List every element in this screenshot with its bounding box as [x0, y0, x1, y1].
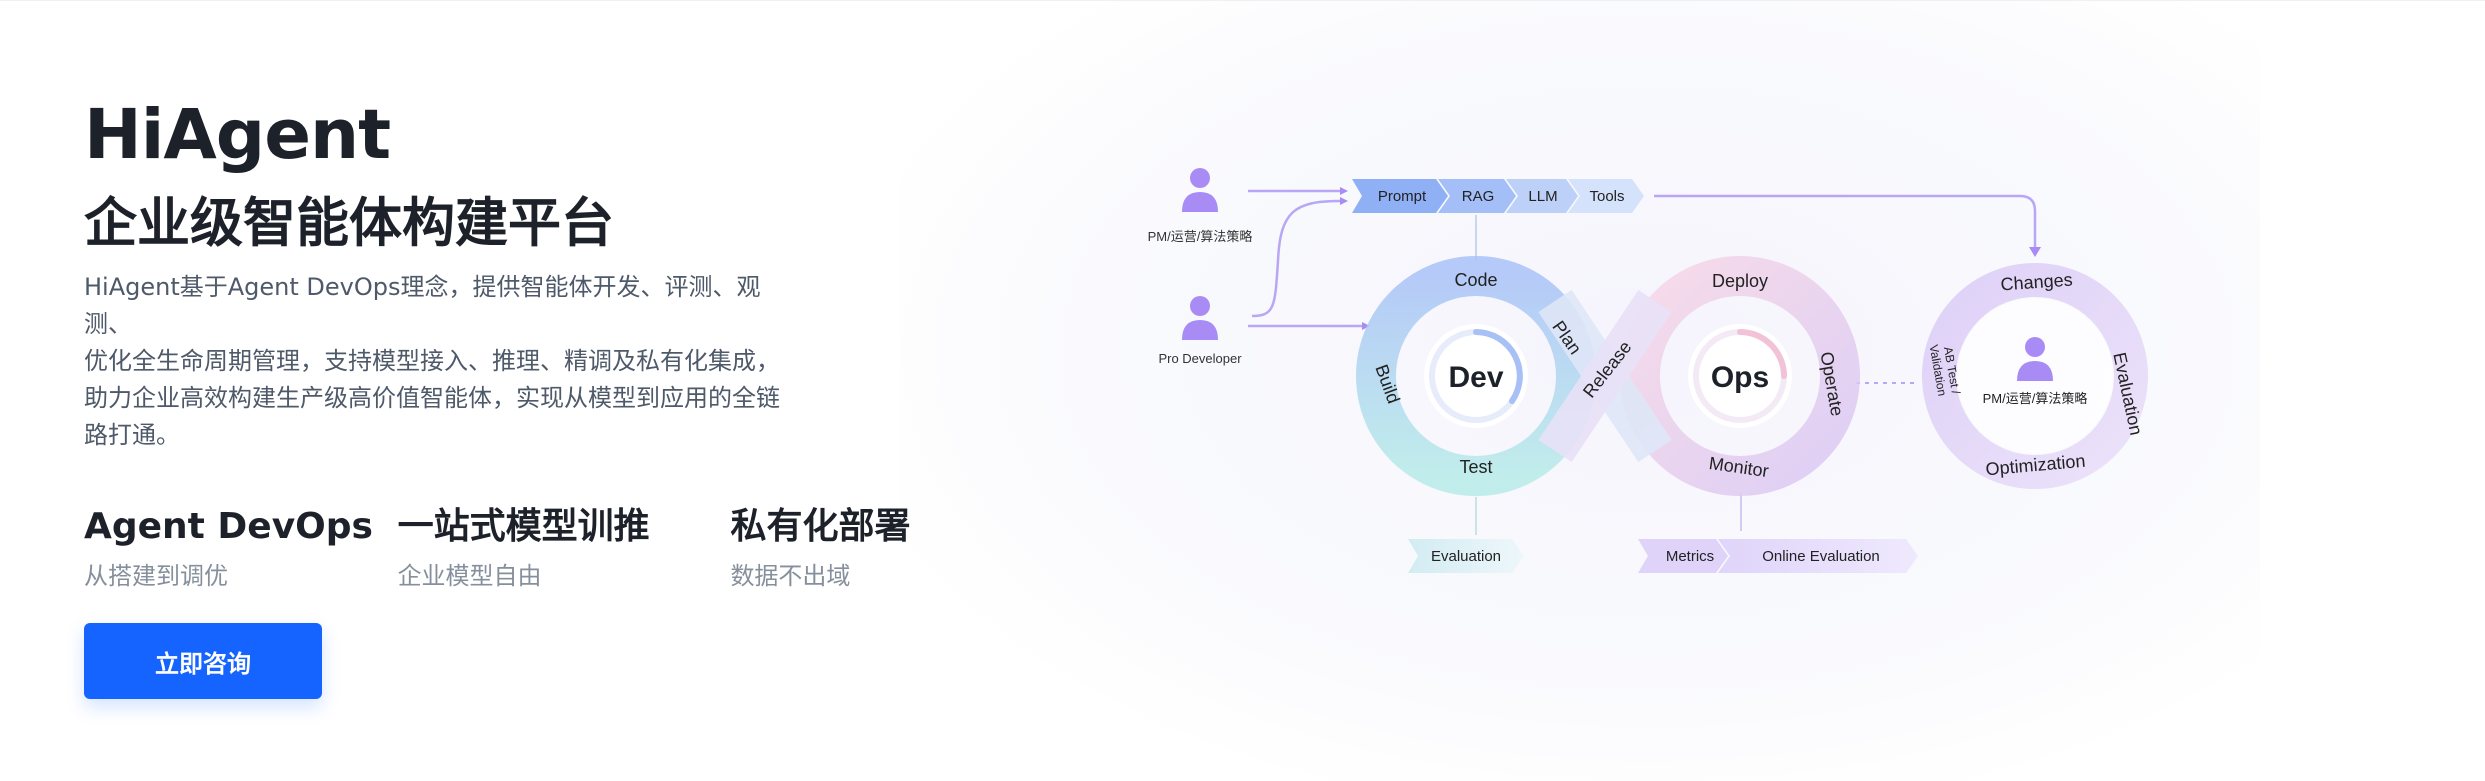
dev-label: Dev — [1448, 361, 1503, 394]
hero-description: HiAgent基于Agent DevOps理念，提供智能体开发、评测、观测、 优… — [84, 269, 804, 454]
consult-button[interactable]: 立即咨询 — [84, 623, 322, 699]
cross-band — [1538, 289, 1672, 463]
svg-text:Evaluation: Evaluation — [1431, 548, 1501, 565]
pipeline-label: Prompt — [1378, 188, 1427, 205]
feature-subtitle: 企业模型自由 — [397, 562, 542, 590]
svg-text:Metrics: Metrics — [1666, 548, 1714, 565]
deploy-label: Deploy — [1712, 271, 1768, 291]
cycle-person-icon — [2017, 337, 2053, 381]
pipeline-step — [1438, 179, 1516, 213]
desc-line: 优化全生命周期管理，支持模型接入、推理、精调及私有化集成， — [84, 347, 780, 375]
pipeline: Prompt RAG LLM Tools — [1352, 179, 1644, 213]
developer-person-icon — [1182, 296, 1218, 340]
hero-subtitle: 企业级智能体构建平台 — [84, 193, 614, 254]
feature-subtitle: 从搭建到调优 — [84, 562, 228, 590]
online-evaluation-tag: Online Evaluation — [1718, 539, 1918, 573]
feature-list: Agent DevOps 从搭建到调优 一站式模型训推 企业模型自由 私有化部署… — [84, 504, 1044, 596]
changes-arrow — [1654, 194, 2037, 249]
desc-line: 路打通。 — [84, 421, 180, 449]
feature-title: 一站式模型训推 — [397, 506, 650, 547]
changes-arrow-head — [2029, 247, 2041, 257]
feature-subtitle: 数据不出域 — [730, 562, 851, 590]
feature-title: 私有化部署 — [730, 506, 911, 547]
arrow-heads — [1340, 187, 1370, 330]
ops-label: Ops — [1711, 361, 1769, 394]
feature-model-training: 一站式模型训推 企业模型自由 — [398, 504, 731, 596]
feature-agent-devops: Agent DevOps 从搭建到调优 — [84, 504, 398, 596]
pipeline-step — [1568, 179, 1644, 213]
hero-section: HiAgent 企业级智能体构建平台 HiAgent基于Agent DevOps… — [84, 89, 1044, 596]
pipeline-label: RAG — [1462, 188, 1495, 205]
hero-title: HiAgent — [84, 95, 391, 175]
test-label: Test — [1459, 457, 1492, 477]
evaluation-tag: Evaluation — [1408, 539, 1524, 573]
feature-title: Agent DevOps — [84, 506, 373, 547]
role-arrows — [1248, 189, 1362, 328]
dev-ring — [1356, 256, 1596, 496]
pm-role-label: PM/运营/算法策略 — [1148, 229, 1253, 244]
pipeline-step — [1352, 179, 1448, 213]
metrics-tag: Metrics — [1638, 539, 1728, 573]
code-label: Code — [1454, 270, 1497, 290]
pipeline-label: Tools — [1589, 188, 1624, 205]
pm-person-icon — [1182, 168, 1218, 212]
desc-line: 助力企业高效构建生产级高价值智能体，实现从模型到应用的全链 — [84, 384, 780, 412]
feature-private-deployment: 私有化部署 数据不出域 — [730, 504, 1044, 596]
agent-devops-diagram: PM/运营/算法策略 Pro Developer Prompt RAG LLM — [1148, 168, 2148, 573]
cycle-center-label: PM/运营/算法策略 — [1983, 391, 2088, 406]
developer-role-label: Pro Developer — [1158, 351, 1242, 366]
svg-text:Online Evaluation: Online Evaluation — [1762, 548, 1880, 565]
desc-line: HiAgent基于Agent DevOps理念，提供智能体开发、评测、观测、 — [84, 273, 761, 338]
pipeline-step — [1506, 179, 1578, 213]
pipeline-label: LLM — [1528, 188, 1557, 205]
ops-ring — [1620, 256, 1860, 496]
